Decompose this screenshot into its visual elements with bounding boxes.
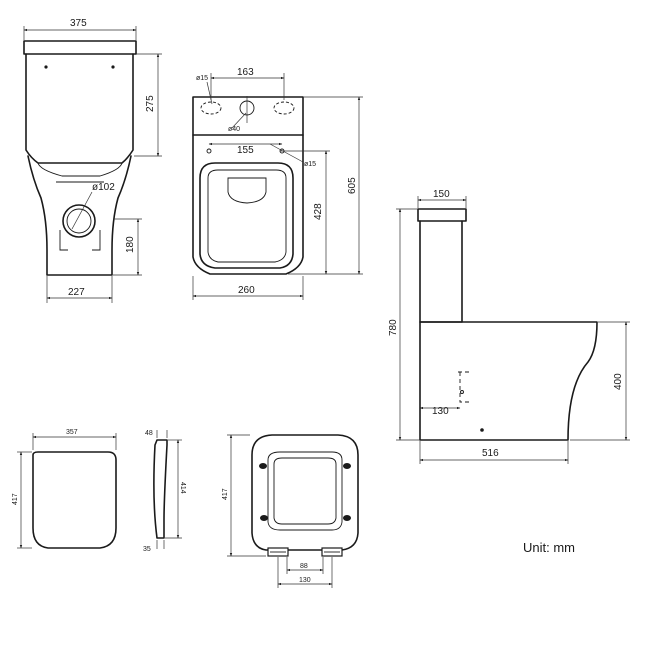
side-view: 150 780 130 400 516 — [388, 189, 630, 464]
top-base-width-label: 260 — [238, 285, 255, 296]
seat-underside-hinge-inner-label: 88 — [300, 563, 308, 570]
top-bowl-length-label: 428 — [313, 203, 324, 220]
side-cistern-depth-label: 150 — [433, 189, 450, 200]
side-bowl-height-label: 400 — [613, 373, 624, 390]
top-total-length-label: 605 — [347, 177, 358, 194]
seat-underside-hinge-outer-label: 130 — [299, 577, 311, 584]
top-seat-hole-label: ø15 — [304, 161, 316, 168]
front-width-label: 375 — [70, 18, 87, 29]
seat-profile-view: 48 414 35 — [143, 430, 186, 553]
side-total-height-label: 780 — [388, 319, 399, 336]
front-outlet-diameter: ø102 — [92, 182, 115, 193]
top-flush-hole-label: ø40 — [228, 126, 240, 133]
front-cistern-height-label: 275 — [145, 95, 156, 112]
top-hole-spacing-label: 163 — [237, 67, 254, 78]
seat-profile-bottom-label: 35 — [143, 546, 151, 553]
seat-front-view: 357 417 — [12, 429, 117, 549]
top-seat-hole-spacing-label: 155 — [237, 145, 254, 156]
side-outlet-offset-label: 130 — [432, 406, 449, 417]
seat-profile-top-label: 48 — [145, 430, 153, 437]
seat-underside-height-label: 417 — [222, 488, 229, 500]
side-projection-label: 516 — [482, 448, 499, 459]
top-view: 163 ø15 ø40 155 ø15 428 605 260 — [192, 67, 363, 300]
seat-profile-height-label: 414 — [179, 482, 186, 494]
top-fixing-hole-label: ø15 — [196, 75, 208, 82]
front-base-width-label: 227 — [68, 287, 85, 298]
front-view: ø102 375 275 180 227 — [23, 18, 162, 303]
front-outlet-height-label: 180 — [125, 236, 136, 253]
seat-front-width-label: 357 — [66, 429, 78, 436]
units-label: Unit: mm — [523, 540, 575, 555]
seat-front-height-label: 417 — [12, 493, 19, 505]
seat-underside-view: 417 88 130 — [222, 434, 359, 588]
